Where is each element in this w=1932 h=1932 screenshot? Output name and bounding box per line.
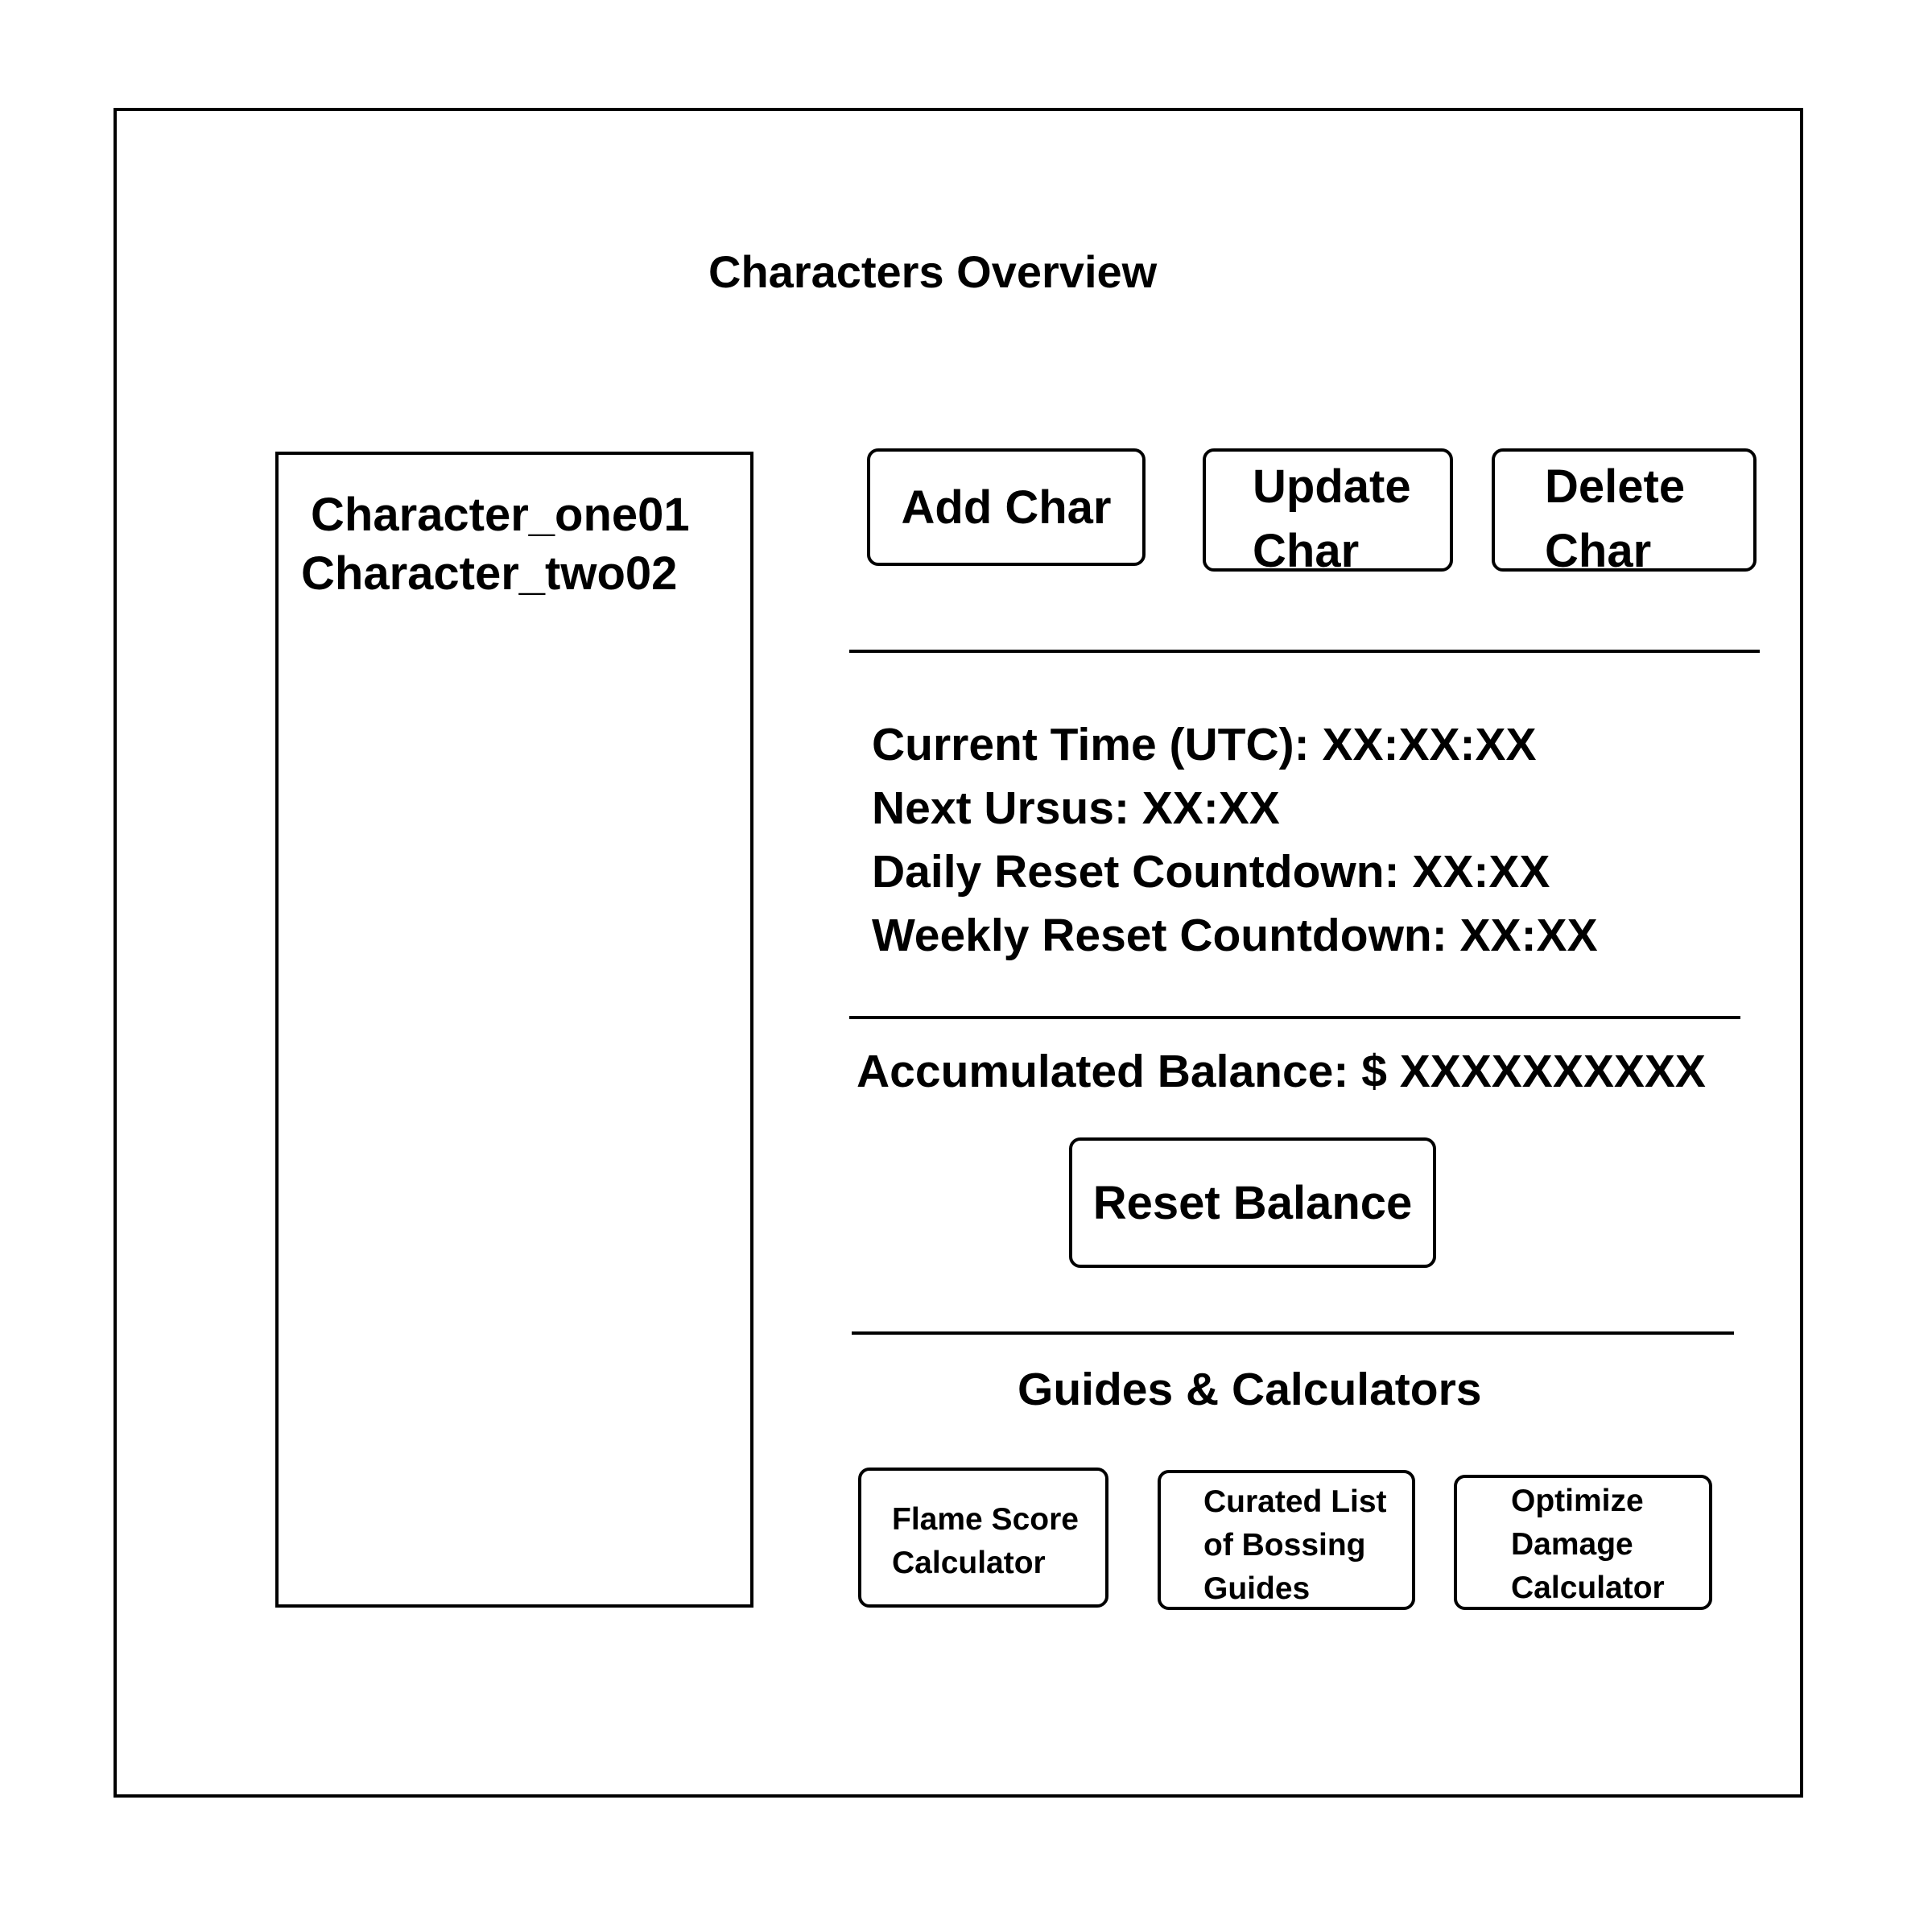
update-char-button[interactable]: Update Char [1203, 448, 1453, 577]
flame-score-label-line1: Flame Score [892, 1502, 1079, 1537]
divider-actions [849, 650, 1760, 653]
bossing-guides-button[interactable]: Curated List of Bossing Guides [1158, 1470, 1415, 1610]
optimize-damage-label-line1: Optimize [1511, 1484, 1644, 1518]
weekly-reset-text: Weekly Reset Countdown: XX:XX [872, 910, 1598, 961]
delete-char-label-line1: Delete [1545, 460, 1686, 513]
optimize-damage-calculator-button[interactable]: Optimize Damage Calculator [1454, 1475, 1712, 1610]
next-ursus-text: Next Ursus: XX:XX [872, 782, 1280, 834]
add-char-button[interactable]: Add Char [867, 448, 1146, 566]
list-item-character-one[interactable]: Character_one01 [311, 489, 690, 541]
list-item-character-two[interactable]: Character_two02 [301, 547, 678, 600]
bossing-guides-label-line1: Curated List [1203, 1484, 1387, 1519]
character-list[interactable]: Character_one01 Character_two02 [275, 452, 753, 1608]
update-char-label-line2: Char [1253, 525, 1360, 577]
accumulated-balance-text: Accumulated Balance: $ XXXXXXXXXX [857, 1046, 1706, 1097]
page-title: Characters Overview [708, 246, 1158, 297]
timers-panel: Current Time (UTC): XX:XX:XX Next Ursus:… [872, 713, 1598, 968]
divider-timers [849, 1016, 1740, 1019]
guides-section-title: Guides & Calculators [1018, 1364, 1482, 1415]
bossing-guides-label-line3: Guides [1203, 1571, 1311, 1606]
reset-balance-label: Reset Balance [1092, 1176, 1413, 1229]
optimize-damage-label-line3: Calculator [1511, 1571, 1665, 1605]
flame-score-calculator-button[interactable]: Flame Score Calculator [858, 1468, 1108, 1608]
flame-score-label-line2: Calculator [892, 1546, 1046, 1580]
current-time-text: Current Time (UTC): XX:XX:XX [872, 719, 1537, 770]
delete-char-label-line2: Char [1545, 525, 1652, 577]
delete-char-button[interactable]: Delete Char [1492, 448, 1757, 577]
optimize-damage-label-line2: Damage [1511, 1527, 1633, 1562]
update-char-label-line1: Update [1253, 460, 1411, 513]
bossing-guides-label-line2: of Bossing [1203, 1528, 1366, 1563]
daily-reset-text: Daily Reset Countdown: XX:XX [872, 846, 1550, 898]
app-window [114, 108, 1803, 1798]
add-char-label: Add Char [901, 481, 1112, 534]
reset-balance-button[interactable]: Reset Balance [1069, 1137, 1436, 1268]
divider-balance [852, 1331, 1734, 1335]
